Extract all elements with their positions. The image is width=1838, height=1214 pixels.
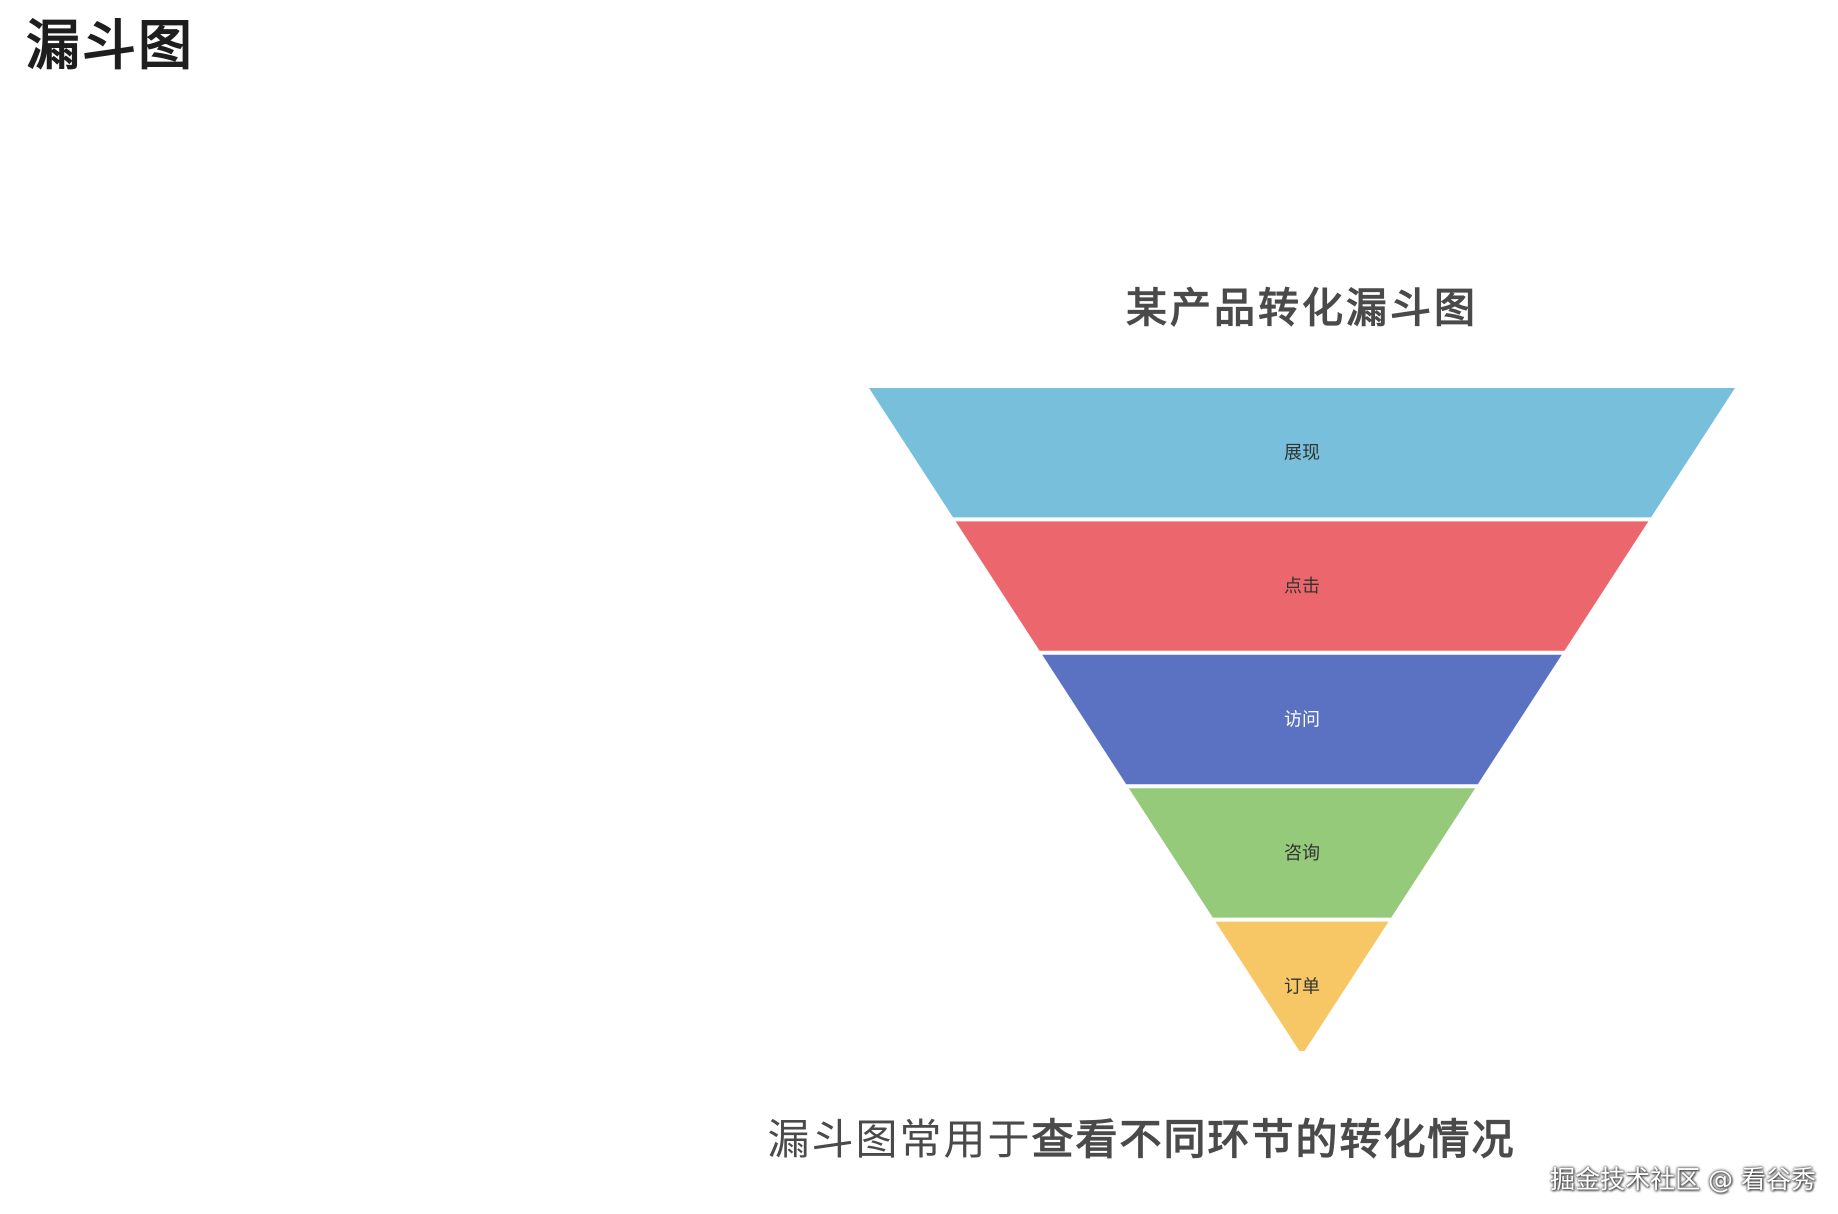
caption-plain-text: 漏斗图常用于 <box>767 1115 1032 1164</box>
funnel-layer-2 <box>955 521 1649 651</box>
page-title: 漏斗图 <box>26 14 194 77</box>
funnel-label-3: 访问 <box>1284 710 1320 731</box>
funnel-layer-4 <box>1128 788 1476 918</box>
funnel-label-2: 点击 <box>1284 576 1320 597</box>
funnel-label-1: 展现 <box>1284 443 1320 464</box>
caption-bold-text: 查看不同环节的转化情况 <box>1031 1115 1516 1164</box>
funnel-layer-5 <box>1215 921 1389 1051</box>
chart-caption: 漏斗图常用于查看不同环节的转化情况 <box>0 1115 1838 1165</box>
funnel-layer-3 <box>1042 654 1562 785</box>
funnel-layer-1 <box>869 388 1735 518</box>
funnel-label-4: 咨询 <box>1284 843 1320 864</box>
watermark: 掘金技术社区 @ 看谷秀 <box>1550 1165 1816 1194</box>
funnel-label-5: 订单 <box>1284 976 1320 997</box>
chart-title: 某产品转化漏斗图 <box>1126 284 1478 332</box>
